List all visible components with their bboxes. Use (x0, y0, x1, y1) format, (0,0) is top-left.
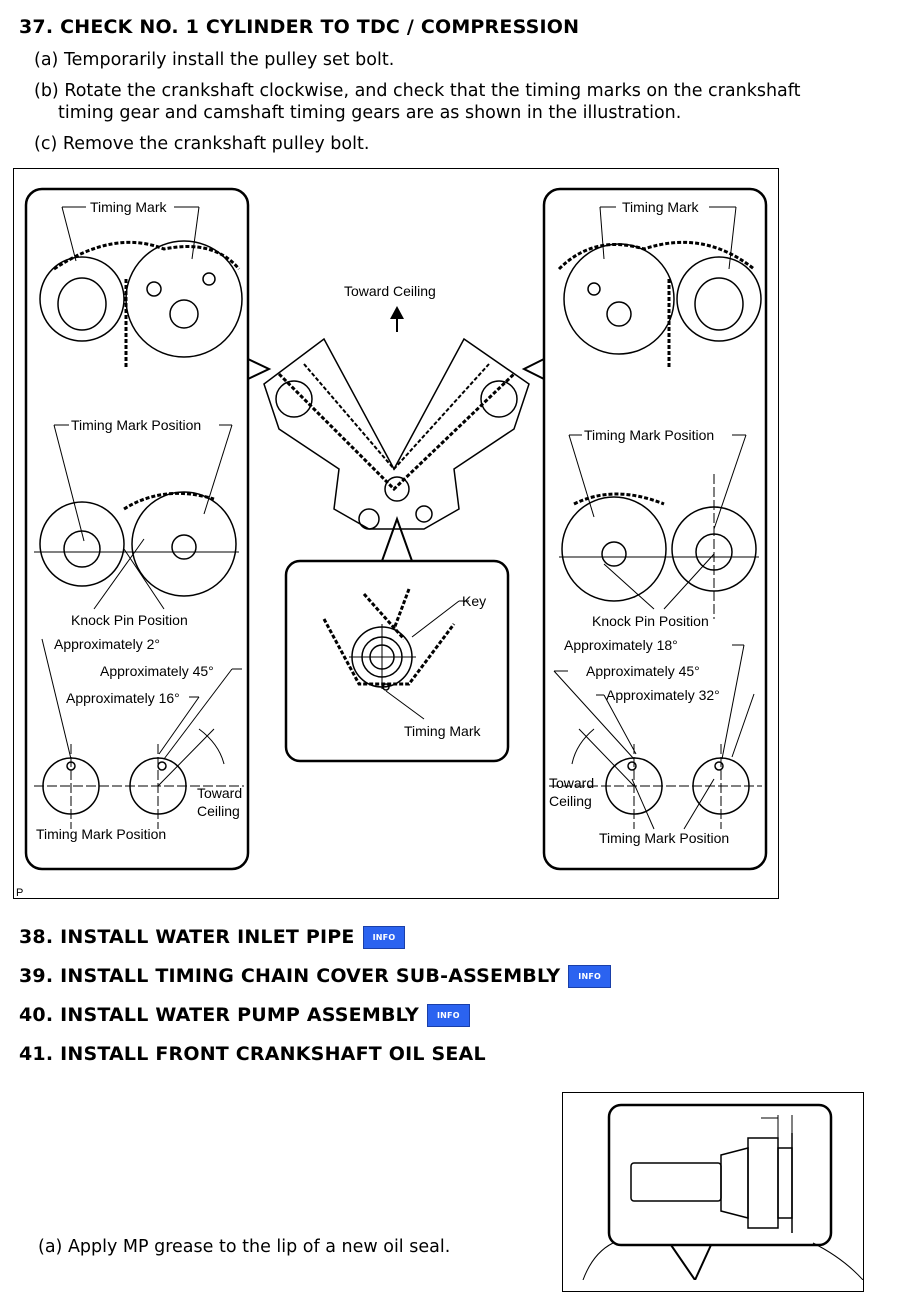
left-ceiling-label: Ceiling (197, 803, 240, 819)
right-toward-label: Toward (549, 775, 594, 791)
crank-detail-panel (284, 559, 510, 763)
step-38-text: 38. INSTALL WATER INLET PIPE (19, 926, 355, 948)
center-timing-mark-label: Timing Mark (404, 723, 481, 739)
right-knock-pin-label: Knock Pin Position (592, 613, 709, 629)
info-button-38[interactable]: INFO (362, 926, 406, 949)
left-approx-45-label: Approximately 45° (100, 663, 214, 679)
engine-drawing (263, 337, 530, 530)
left-cam-gears-top (39, 240, 243, 369)
figure-corner-letter: P (16, 887, 23, 899)
right-panel (542, 187, 768, 871)
step-39-text: 39. INSTALL TIMING CHAIN COVER SUB-ASSEM… (19, 965, 561, 987)
left-approx-16-label: Approximately 16° (66, 690, 180, 706)
step-37-b-line1: (b) Rotate the crankshaft clockwise, and… (34, 81, 801, 101)
info-button-39[interactable]: INFO (568, 965, 612, 988)
left-knock-pin-label: Knock Pin Position (71, 612, 188, 628)
key-label: Key (462, 593, 486, 609)
left-timing-mark-label: Timing Mark (90, 199, 167, 215)
step-37-heading: 37. CHECK NO. 1 CYLINDER TO TDC / COMPRE… (19, 16, 580, 38)
right-timing-mark-position-label: Timing Mark Position (584, 427, 714, 443)
step-37-a: (a) Temporarily install the pulley set b… (34, 50, 395, 70)
right-approx-18-label: Approximately 18° (564, 637, 678, 653)
crank-gear-detail (322, 588, 469, 720)
step-37-b-line2: timing gear and camshaft timing gears ar… (58, 103, 682, 123)
left-panel (24, 187, 250, 871)
left-cam-gears-middle (34, 491, 239, 597)
step-41-heading: 41. INSTALL FRONT CRANKSHAFT OIL SEAL (19, 1043, 486, 1065)
left-bottom-timing-mark-position: Timing Mark Position (36, 826, 166, 842)
step-41-a: (a) Apply MP grease to the lip of a new … (38, 1237, 451, 1257)
step-39-heading: 39. INSTALL TIMING CHAIN COVER SUB-ASSEM… (19, 965, 612, 988)
right-cam-gears-middle (559, 474, 759, 619)
timing-illustration: Timing Mark Timing Mark Position Knock P… (13, 168, 779, 899)
right-approx-32-label: Approximately 32° (606, 687, 720, 703)
step-40-heading: 40. INSTALL WATER PUMP ASSEMBLY INFO (19, 1004, 470, 1027)
step-38-heading: 38. INSTALL WATER INLET PIPE INFO (19, 926, 406, 949)
right-approx-45-label: Approximately 45° (586, 663, 700, 679)
toward-ceiling-label: Toward Ceiling (344, 283, 436, 299)
right-timing-mark-label: Timing Mark (622, 199, 699, 215)
right-ceiling-label: Ceiling (549, 793, 592, 809)
left-approx-2-label: Approximately 2° (54, 636, 160, 652)
right-bottom-timing-mark-position: Timing Mark Position (599, 830, 729, 846)
up-arrow-icon (390, 306, 404, 332)
right-angle-diagram (549, 644, 762, 830)
step-37-c: (c) Remove the crankshaft pulley bolt. (34, 134, 370, 154)
oil-seal-detail-panel (607, 1103, 833, 1247)
left-toward-label: Toward (197, 785, 242, 801)
oil-seal-illustration (562, 1092, 864, 1292)
left-angle-diagram (34, 638, 244, 829)
crankshaft-seal-drawing (582, 1115, 864, 1283)
left-timing-mark-position-label: Timing Mark Position (71, 417, 201, 433)
step-40-text: 40. INSTALL WATER PUMP ASSEMBLY (19, 1004, 419, 1026)
right-cam-gears-top (557, 240, 762, 369)
info-button-40[interactable]: INFO (426, 1004, 470, 1027)
